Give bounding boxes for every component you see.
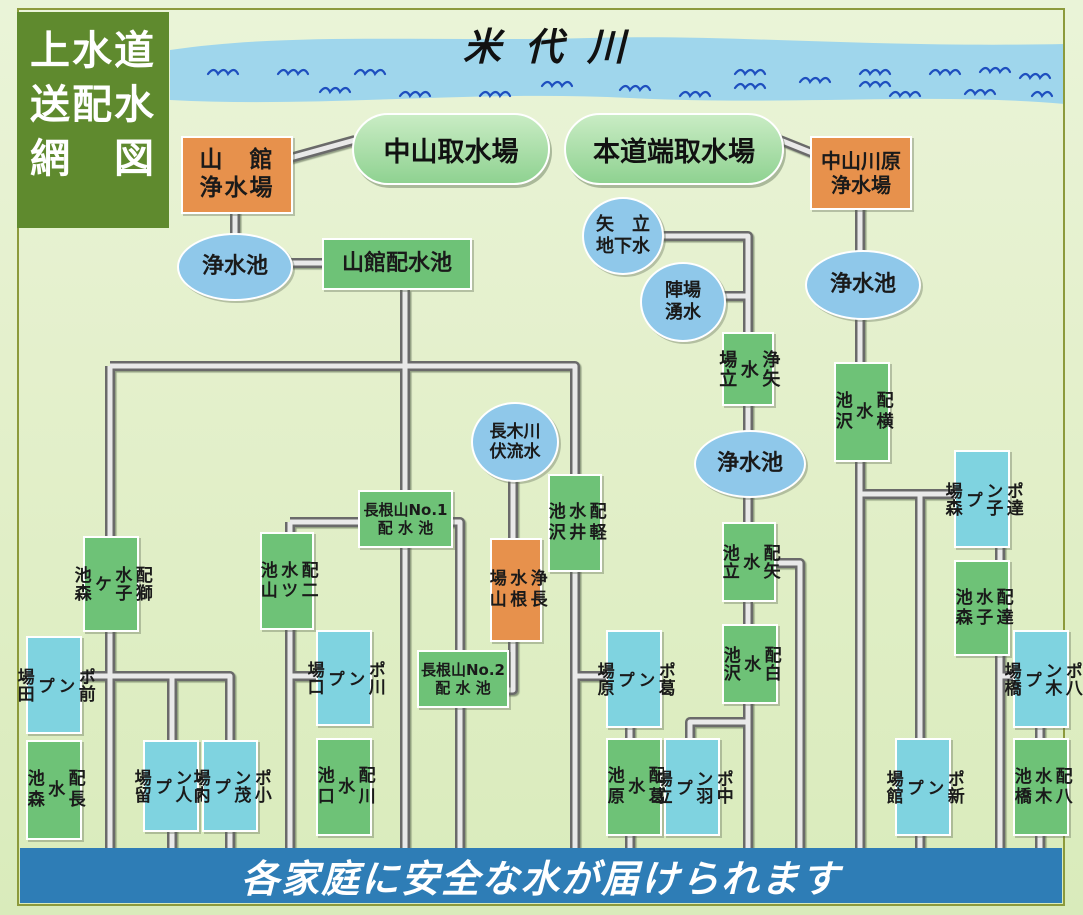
pump-shindate: ポ新 ン プ 場館 bbox=[883, 738, 964, 836]
pump-yagihashi: ポ八 ン木 プ 場橋 bbox=[1001, 630, 1082, 728]
bottom-banner: 各家庭に安全な水が届けられます bbox=[20, 848, 1062, 903]
plant-nakayamagawara: 中山川原 浄水場 bbox=[810, 136, 912, 210]
diagram-frame bbox=[17, 8, 1065, 906]
river-name: 米代川 bbox=[463, 24, 650, 69]
pump-monai: ポ小 ン茂 プ 場内 bbox=[190, 740, 271, 832]
pump-kuzuhara: ポ葛 ン プ 場原 bbox=[594, 630, 675, 728]
river bbox=[170, 37, 1065, 104]
intake-hondobata: 本道端取水場 bbox=[564, 113, 784, 185]
pond-yamadate: 浄水池 bbox=[177, 233, 293, 301]
source-jinba-spring: 陣場 湧水 bbox=[640, 262, 726, 342]
pump-nakahadate: ポ中 ン羽 プ 場立 bbox=[652, 738, 733, 836]
reservoir-shishigamori: 配獅 水子 ケ 池森 bbox=[71, 536, 152, 632]
reservoir-kawaguchi: 配川 水 池口 bbox=[314, 738, 375, 836]
diagram-title: 上水道 送配水 網 図 bbox=[17, 12, 169, 228]
reservoir-tasshimori: 配達 水子 池森 bbox=[952, 560, 1013, 656]
pump-kawaguchi: ポ川 ン プ 場口 bbox=[304, 630, 385, 726]
reservoir-shirasawa: 配白 水 池沢 bbox=[720, 624, 781, 704]
pond-nakayamagawara: 浄水池 bbox=[805, 250, 921, 320]
reservoir-karuisawa: 配軽 水井 池沢 bbox=[545, 474, 606, 572]
source-osaki-underflow: 長木川 伏流水 bbox=[471, 402, 559, 482]
reservoir-kuzuhara: 配葛 水 池原 bbox=[604, 738, 665, 836]
plant-osaneyama: 浄長 水根 場山 bbox=[486, 538, 547, 642]
pump-tasshimori: ポ達 ン子 プ 場森 bbox=[942, 450, 1023, 548]
reservoir-osaneyama2: 長根山No.2 配 水 池 bbox=[417, 650, 509, 708]
pump-maeda: ポ前 ン プ 場田 bbox=[14, 636, 95, 734]
intake-nakayama: 中山取水場 bbox=[352, 113, 550, 185]
pump-akindo: ポ商 ン人 プ 場留 bbox=[131, 740, 212, 832]
reservoir-yokosawa: 配横 水 池沢 bbox=[832, 362, 893, 462]
reservoir-nagamori: 配長 水 池森 bbox=[24, 740, 85, 840]
reservoir-nitsuyama: 配二 水ツ 池山 bbox=[257, 532, 318, 630]
source-yadate-groundwater: 矢 立 地下水 bbox=[582, 197, 664, 275]
plant-yadate: 浄矢 水 場立 bbox=[716, 332, 780, 406]
reservoir-yadate: 配矢 水 池立 bbox=[719, 522, 780, 602]
pond-yadate: 浄水池 bbox=[694, 430, 806, 498]
plant-yamadate: 山 館 浄水場 bbox=[181, 136, 293, 214]
reservoir-osaneyama1: 長根山No.1 配 水 池 bbox=[358, 490, 453, 548]
reservoir-yamadate: 山館配水池 bbox=[322, 238, 472, 290]
reservoir-yagihashi: 配八 水木 池橋 bbox=[1011, 738, 1072, 836]
